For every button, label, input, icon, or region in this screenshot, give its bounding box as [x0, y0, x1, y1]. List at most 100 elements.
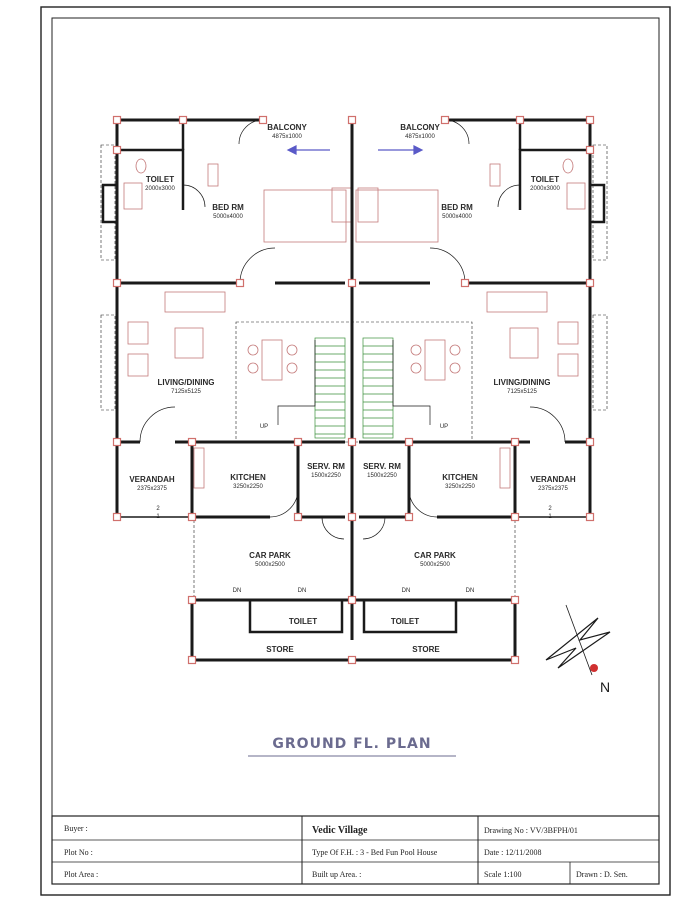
- bay-projection-left-mid: [100, 314, 116, 411]
- coffee-table-right: [509, 327, 539, 359]
- column-marker: [347, 655, 357, 665]
- column-marker: [112, 512, 122, 522]
- door-kitchen-left: [269, 488, 299, 518]
- bay-projection-right-mid: [592, 314, 608, 411]
- left-verandah-dim: 2375x2375: [137, 486, 167, 492]
- dining-area-outline: [235, 321, 473, 443]
- door-bed-left: [239, 247, 276, 284]
- left-kitchen-label: KITCHEN: [230, 473, 266, 482]
- right-step1: 2: [548, 506, 552, 512]
- right-toilet-dim: 2000x3000: [530, 186, 560, 192]
- sofa-right: [486, 291, 548, 313]
- column-marker: [347, 278, 357, 288]
- north-label: N: [600, 679, 610, 695]
- stair-arrow-right: [392, 340, 431, 425]
- column-marker: [178, 115, 188, 125]
- door-verandah-right: [529, 406, 566, 443]
- door-verandah-left: [139, 406, 176, 443]
- plot-area-field: Plot Area :: [64, 870, 98, 879]
- door-toilet-right: [497, 184, 521, 208]
- walls: [101, 118, 606, 662]
- shower-left: [123, 182, 143, 210]
- right-kitchen-label: KITCHEN: [442, 473, 478, 482]
- column-marker: [585, 512, 595, 522]
- right-balcony-label: BALCONY: [400, 123, 440, 132]
- armchair-left-b: [127, 353, 149, 377]
- right-step2: 1: [548, 514, 552, 520]
- column-marker: [585, 278, 595, 288]
- right-bedroom-label: BED RM: [441, 203, 473, 212]
- sofa-left: [164, 291, 226, 313]
- left-kitchen-dim: 3250x2250: [233, 484, 263, 490]
- stair-arrows: [277, 340, 431, 425]
- dining-table-left: [261, 339, 283, 381]
- door-bed-right: [429, 247, 466, 284]
- armchair-left-a: [127, 321, 149, 345]
- left-serv-dim: 1500x2250: [311, 473, 341, 479]
- buyer-field: Buyer :: [64, 824, 88, 833]
- bedside-left: [331, 187, 353, 223]
- column-marker: [460, 278, 470, 288]
- door-kitchen-right: [408, 488, 438, 518]
- wc-right: [562, 158, 574, 174]
- right-dn1-label: DN: [402, 588, 411, 594]
- left-unit-labels: BALCONY 4875x1000 TOILET 2000x3000 BED R…: [129, 123, 345, 654]
- wardrobe-left: [207, 163, 219, 187]
- kitchen-counter-left: [193, 447, 205, 489]
- chair-right-1: [410, 344, 422, 356]
- right-toilet-label: TOILET: [531, 175, 559, 184]
- left-living-dim: 7125x5125: [171, 389, 201, 395]
- wardrobe-right: [489, 163, 501, 187]
- left-serv-label: SERV. RM: [307, 462, 345, 471]
- column-marker: [258, 115, 268, 125]
- drawn-by: Drawn : D. Sen.: [576, 870, 628, 879]
- left-bedroom-dim: 5000x4000: [213, 214, 243, 220]
- bay-right: [590, 183, 606, 224]
- armchair-right-b: [557, 353, 579, 377]
- column-marker: [510, 437, 520, 447]
- column-marker: [347, 512, 357, 522]
- chair-left-1: [247, 344, 259, 356]
- left-bedroom-label: BED RM: [212, 203, 244, 212]
- north-arrow: N: [545, 604, 611, 695]
- left-dn1-label: DN: [233, 588, 242, 594]
- drawing-scale: Scale 1:100: [484, 870, 522, 879]
- column-marker: [293, 512, 303, 522]
- column-marker: [347, 595, 357, 605]
- right-verandah-dim: 2375x2375: [538, 486, 568, 492]
- column-marker: [585, 437, 595, 447]
- left-toilet2-label: TOILET: [289, 617, 317, 626]
- bedside-right: [357, 187, 379, 223]
- right-serv-label: SERV. RM: [363, 462, 401, 471]
- drawing-number: Drawing No : VV/3BFPH/01: [484, 826, 578, 835]
- bed-left: [263, 189, 347, 243]
- right-store-label: STORE: [412, 645, 440, 654]
- column-marker: [510, 655, 520, 665]
- column-marker: [187, 655, 197, 665]
- right-carpark-label: CAR PARK: [414, 551, 456, 560]
- left-toilet-dim: 2000x3000: [145, 186, 175, 192]
- bay-projection-right-top: [592, 144, 608, 261]
- coffee-table-left: [174, 327, 204, 359]
- door-serv-left: [321, 516, 345, 540]
- column-marker: [347, 437, 357, 447]
- left-dn2-label: DN: [298, 588, 307, 594]
- column-marker: [585, 115, 595, 125]
- left-living-label: LIVING/DINING: [158, 378, 215, 387]
- right-unit-labels: BALCONY 4875x1000 TOILET 2000x3000 BED R…: [363, 123, 576, 654]
- column-marker: [293, 437, 303, 447]
- door-toilet-left: [182, 184, 206, 208]
- bay-left: [101, 183, 117, 224]
- furniture-layer: [123, 158, 586, 489]
- drawing-date: Date : 12/11/2008: [484, 848, 541, 857]
- plot-no-field: Plot No :: [64, 848, 93, 857]
- column-marker: [347, 115, 357, 125]
- house-type: Type Of F.H. : 3 - Bed Fun Pool House: [312, 848, 438, 857]
- staircase: [314, 337, 394, 439]
- right-carpark-dim: 5000x2500: [420, 562, 450, 568]
- dining-table-right: [424, 339, 446, 381]
- kitchen-counter-right: [499, 447, 511, 489]
- north-arrow-body: [545, 617, 611, 669]
- left-balcony-label: BALCONY: [267, 123, 307, 132]
- left-step2: 1: [156, 514, 160, 520]
